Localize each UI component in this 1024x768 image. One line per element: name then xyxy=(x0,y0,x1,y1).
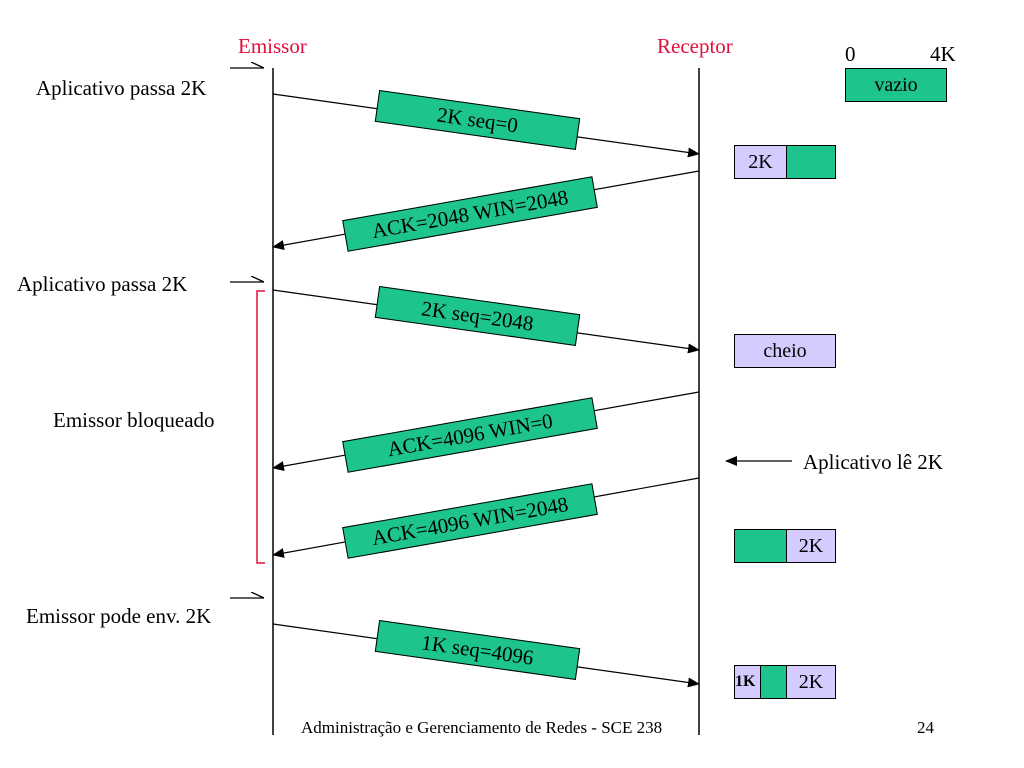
label-app-passes-first: Aplicativo passa 2K xyxy=(36,76,207,100)
label-app-reads: Aplicativo lê 2K xyxy=(803,450,943,474)
buffer-segment-full: 2K xyxy=(735,146,786,178)
page-number: 24 xyxy=(917,718,934,737)
buffer-segment-full: cheio xyxy=(735,335,835,367)
buffer-segment-empty xyxy=(735,530,786,562)
receiver-header: Receptor xyxy=(657,34,733,58)
buffer-scale-start: 0 xyxy=(845,42,856,66)
buffer-segment-full: 2K xyxy=(786,666,835,698)
buffer-state-after-read: 2K xyxy=(734,529,836,563)
buffer-state-empty: vazio xyxy=(845,68,947,102)
blocked-bracket xyxy=(256,290,265,564)
sender-header: Emissor xyxy=(238,34,307,58)
label-sender-blocked: Emissor bloqueado xyxy=(53,408,215,432)
label-app-passes-second: Aplicativo passa 2K xyxy=(17,272,188,296)
buffer-segment-empty xyxy=(760,666,786,698)
buffer-segment-empty xyxy=(786,146,835,178)
buffer-state-full: cheio xyxy=(734,334,836,368)
buffer-scale-end: 4K xyxy=(930,42,956,66)
buffer-state-half: 2K xyxy=(734,145,836,179)
label-sender-can-send: Emissor pode env. 2K xyxy=(26,604,212,628)
buffer-segment-full: 1K xyxy=(735,666,760,698)
buffer-segment-full: 2K xyxy=(786,530,835,562)
buffer-segment-empty: vazio xyxy=(846,69,946,101)
buffer-state-final: 1K 2K xyxy=(734,665,836,699)
footer-text: Administração e Gerenciamento de Redes -… xyxy=(301,718,663,737)
